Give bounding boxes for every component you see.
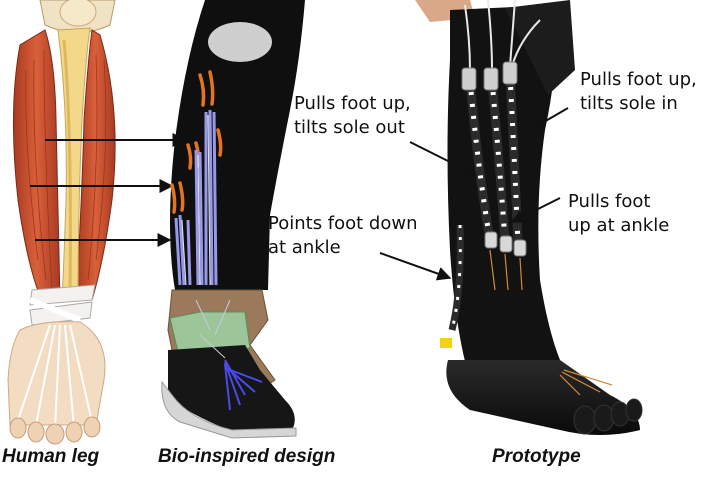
annotation-line: Pulls foot up, bbox=[294, 93, 411, 114]
caption-human-leg: Human leg bbox=[2, 446, 100, 467]
annotation-line: up at ankle bbox=[568, 215, 670, 236]
annotation-line: Pulls foot bbox=[568, 191, 651, 212]
annotation-line: Pulls foot up, bbox=[580, 69, 697, 90]
annotation-line: Points foot down bbox=[268, 213, 418, 234]
caption-bio-inspired-design: Bio-inspired design bbox=[158, 446, 336, 467]
annotation-line: tilts sole in bbox=[580, 93, 678, 114]
annotation-points-down-at-ankle: Points foot down at ankle bbox=[268, 212, 418, 260]
bio-inspired-design-illustration bbox=[161, 0, 305, 439]
annotation-pulls-up-tilts-in: Pulls foot up, tilts sole in bbox=[580, 68, 697, 116]
annotation-pulls-up-tilts-out: Pulls foot up, tilts sole out bbox=[294, 92, 411, 140]
annotation-line: at ankle bbox=[268, 237, 341, 258]
human-leg-illustration bbox=[7, 0, 187, 445]
prototype-illustration bbox=[379, 0, 643, 435]
annotation-line: tilts sole out bbox=[294, 117, 405, 138]
caption-prototype: Prototype bbox=[492, 446, 581, 467]
annotation-pulls-up-at-ankle: Pulls foot up at ankle bbox=[568, 190, 669, 238]
